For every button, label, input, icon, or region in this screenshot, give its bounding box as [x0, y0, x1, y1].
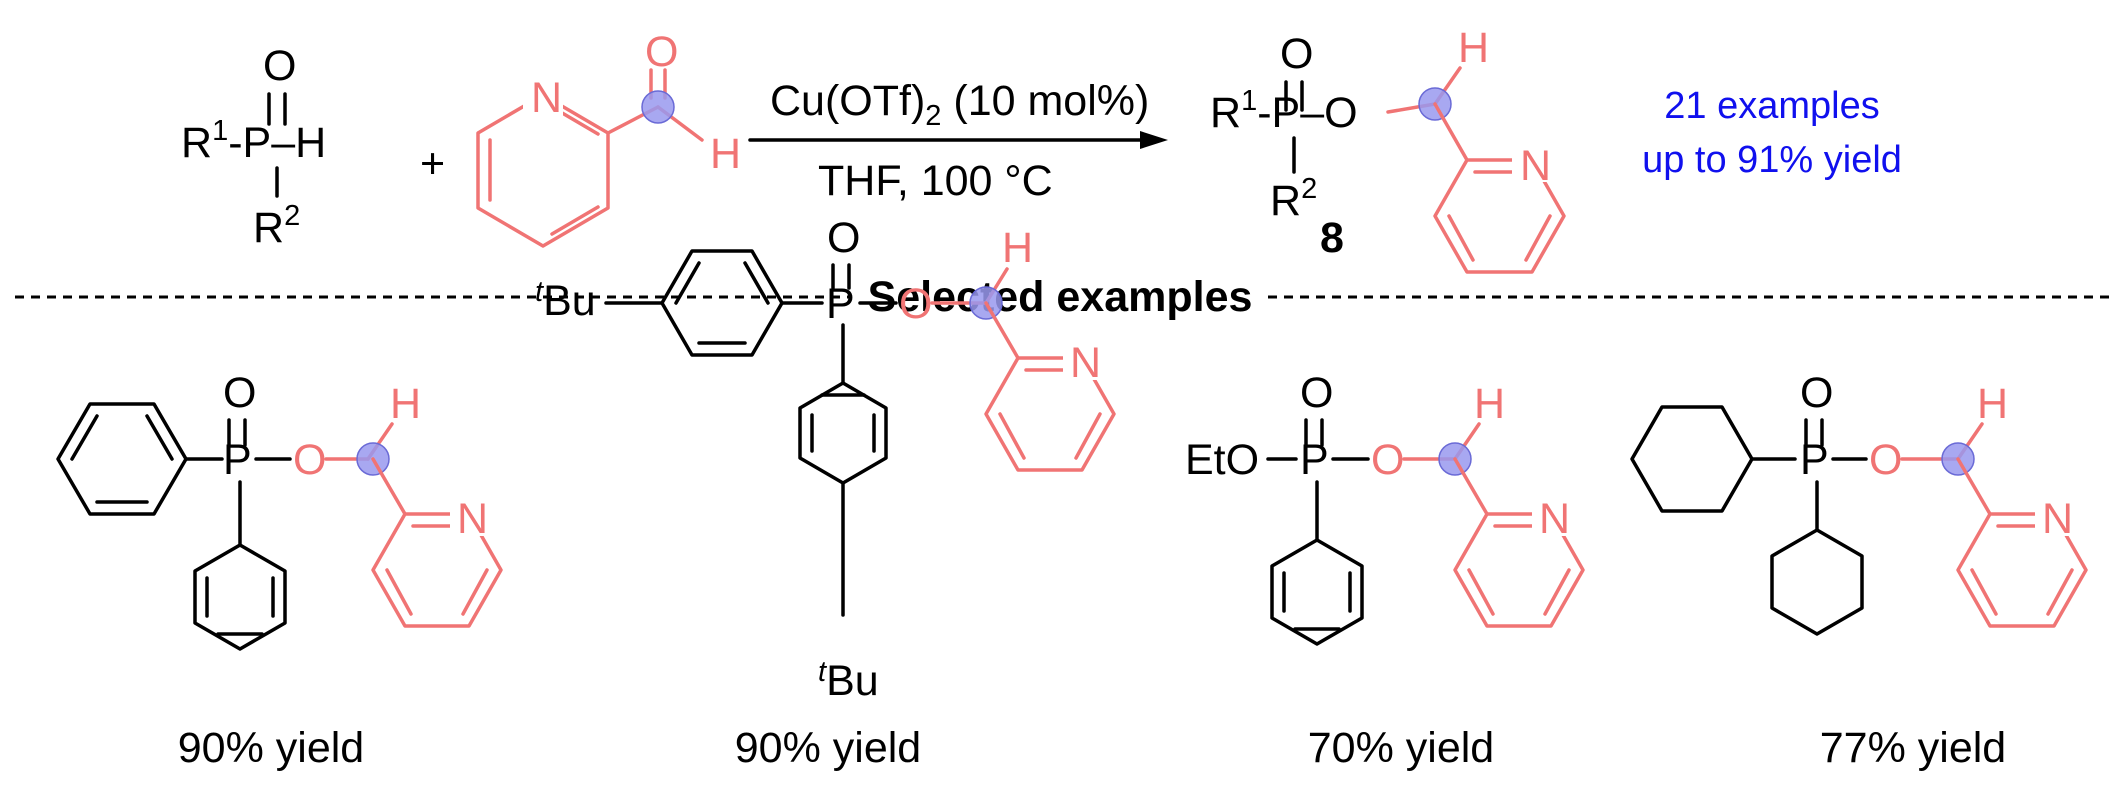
- solvent-temperature-label: THF, 100 °C: [818, 157, 1053, 205]
- reactant1-r2: R2: [253, 200, 300, 252]
- ex4-hydrogen: H: [1977, 380, 2008, 428]
- ex3-hydrogen: H: [1474, 380, 1505, 428]
- ex2-aryl-top: [660, 249, 784, 357]
- reactant1-oxygen: O: [263, 42, 296, 90]
- product-8: O R1-P–O R2 H N 8: [1210, 24, 1566, 274]
- aldehyde-nitrogen: N: [531, 74, 562, 122]
- product-oxygen-double: O: [1280, 30, 1313, 78]
- product-r2: R2: [1270, 173, 1317, 225]
- example-1: O P O H N 90% yield: [56, 369, 503, 772]
- ex1-nitrogen: N: [457, 495, 488, 543]
- ex1-phenyl-bottom: [193, 543, 287, 651]
- ex3-oxygen-link: O: [1371, 436, 1404, 484]
- ex3-phosphorus: P: [1300, 436, 1329, 484]
- aldehyde-hydrogen: H: [710, 130, 741, 178]
- ex1-phenyl-left: [56, 402, 188, 516]
- example-2: tBu O P O H tBu N 90% yield: [535, 214, 1116, 772]
- reactant1-r1: R1-P–H: [181, 115, 326, 167]
- product-hydrogen: H: [1458, 24, 1489, 72]
- reactant-picolinaldehyde: N O H: [476, 28, 741, 248]
- ex2-yield: 90% yield: [735, 724, 921, 772]
- arrow-head: [1140, 131, 1168, 149]
- ex2-tbu-bottom: tBu: [818, 656, 879, 705]
- ex4-nitrogen: N: [2042, 495, 2073, 543]
- ex4-phosphorus: P: [1800, 436, 1829, 484]
- selected-examples-heading: Selected examples: [868, 273, 1253, 321]
- catalyst-label: Cu(OTf)2 (10 mol%): [770, 77, 1149, 132]
- ex3-oxygen: O: [1300, 369, 1333, 417]
- ex1-oxygen: O: [223, 369, 256, 417]
- ex4-yield: 77% yield: [1820, 724, 2006, 772]
- scope-max-yield: up to 91% yield: [1642, 139, 1902, 181]
- product-number-label: 8: [1320, 214, 1344, 262]
- ex1-phosphorus: P: [223, 436, 252, 484]
- ex4-oxygen-link: O: [1869, 436, 1902, 484]
- reactant-phosphine-oxide: O R1-P–H R2: [181, 42, 326, 252]
- ex2-oxygen-link: O: [899, 280, 932, 328]
- product-nitrogen: N: [1520, 142, 1551, 190]
- ex4-oxygen: O: [1800, 369, 1833, 417]
- ex2-hydrogen: H: [1002, 224, 1033, 272]
- product-r1-p-o: R1-P–O: [1210, 85, 1358, 137]
- ex2-phosphorus: P: [826, 280, 855, 328]
- reaction-arrow: Cu(OTf)2 (10 mol%) THF, 100 °C: [748, 77, 1168, 205]
- reactive-carbon-highlight: [641, 90, 675, 124]
- aldehyde-oxygen: O: [645, 28, 678, 76]
- example-3: EtO O P O H N 70% yield: [1185, 369, 1585, 772]
- scope-count: 21 examples: [1664, 85, 1879, 127]
- divider: Selected examples: [15, 273, 2110, 321]
- plus-sign: +: [420, 140, 445, 188]
- ex2-oxygen: O: [827, 214, 860, 262]
- ex3-phenyl: [1270, 538, 1364, 646]
- example-4: O P O H N 77% yield: [1630, 369, 2088, 772]
- ex1-yield: 90% yield: [178, 724, 364, 772]
- ex3-yield: 70% yield: [1308, 724, 1494, 772]
- ex4-cyclohexyl-left: [1630, 405, 1754, 513]
- ex2-tbu-top: tBu: [535, 276, 596, 325]
- ex4-cyclohexyl-bottom: [1770, 528, 1864, 636]
- ex3-ethoxy: EtO: [1185, 436, 1259, 484]
- ex1-oxygen-link: O: [293, 436, 326, 484]
- ex3-nitrogen: N: [1539, 495, 1570, 543]
- ex2-nitrogen: N: [1070, 339, 1101, 387]
- ex1-hydrogen: H: [390, 380, 421, 428]
